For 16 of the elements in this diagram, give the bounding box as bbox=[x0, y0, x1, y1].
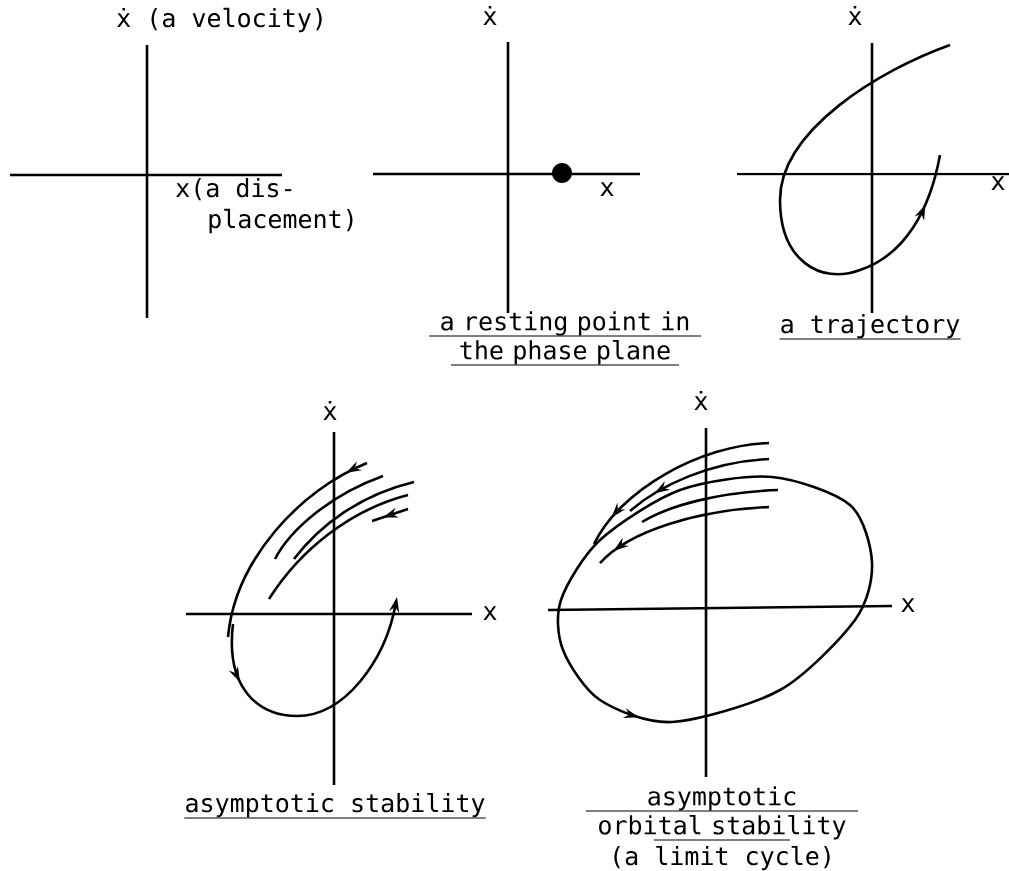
caption: asymptotic orbital stability bbox=[585, 786, 859, 841]
axis-label: ẋ (a velocity) bbox=[117, 7, 322, 33]
caption: asymptotic stability bbox=[183, 792, 487, 819]
axis-label: x bbox=[483, 606, 497, 620]
axis-label: (a limit cycle) bbox=[614, 845, 830, 871]
axis-label: x bbox=[901, 598, 915, 612]
axis-label: x bbox=[991, 176, 1005, 190]
axis-label: ẋ bbox=[323, 401, 337, 420]
axis-label: ẋ bbox=[694, 391, 708, 410]
axis-label: ẋ bbox=[483, 6, 497, 25]
axis-label: x(a dis- bbox=[176, 178, 292, 201]
caption: a trajectory bbox=[778, 314, 962, 340]
axis-label: ẋ bbox=[848, 6, 862, 25]
caption: a resting point in the phase plane bbox=[428, 311, 702, 366]
axis-label: x bbox=[600, 182, 614, 196]
axis-label: placement) bbox=[209, 208, 353, 234]
